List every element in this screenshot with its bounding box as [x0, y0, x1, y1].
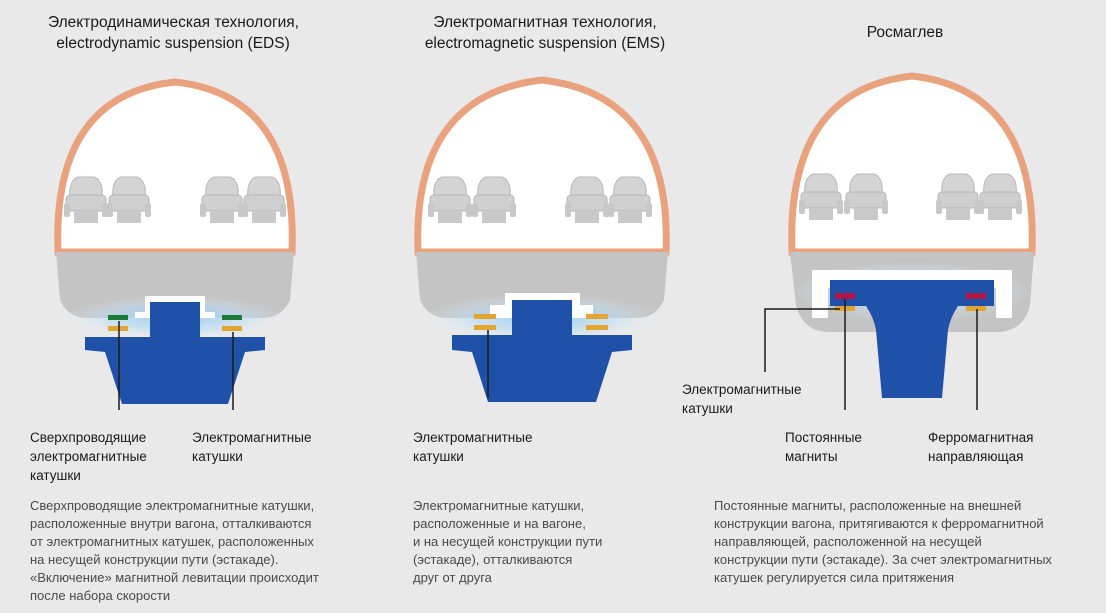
panel-eds-title-line: Электродинамическая технология, — [48, 14, 299, 31]
eds-label-electromagnetic-coils: Электромагнитные катушки — [192, 428, 311, 466]
desc-line: Сверхпроводящие электромагнитные катушки… — [30, 498, 315, 513]
desc-line: (эстакаде), отталкиваются — [413, 552, 573, 567]
desc-line: направляющей, расположенной на несущей — [714, 534, 982, 549]
label-line: Электромагнитные — [413, 430, 533, 445]
label-line: Электромагнитные — [682, 382, 802, 397]
desc-line: друг от друга — [413, 570, 492, 585]
eds-vehicle — [54, 78, 296, 340]
desc-line: от электромагнитных катушек, расположенн… — [30, 534, 314, 549]
desc-line: после набора скорости — [30, 588, 171, 603]
rosmaglev-label-ferromagnetic-guide: Ферромагнитная направляющая — [928, 428, 1033, 466]
ems-coils — [474, 314, 608, 330]
label-line: катушки — [192, 449, 243, 464]
label-line: направляющая — [928, 449, 1024, 464]
desc-line: расположенные внутри вагона, отталкивают… — [30, 516, 312, 531]
desc-line: «Включение» магнитной левитации происход… — [30, 570, 319, 585]
rosmaglev-label-electromagnetic-coils: Электромагнитные катушки — [682, 380, 801, 418]
desc-line: расположенные и на вагоне, — [413, 516, 586, 531]
label-line: катушки — [30, 468, 81, 483]
label-line: Постоянные — [785, 430, 862, 445]
label-line: магниты — [785, 449, 838, 464]
panel-ems-title: Электромагнитная технология, electromagn… — [420, 12, 670, 54]
label-line: Ферромагнитная — [928, 430, 1034, 445]
desc-line: и на несущей конструкции пути — [413, 534, 603, 549]
desc-line: на несущей конструкции пути (эстакаде). — [30, 552, 279, 567]
eds-track — [85, 302, 265, 404]
rosmaglev-track — [830, 280, 994, 398]
desc-line: конструкции вагона, притягиваются к ферр… — [714, 516, 1044, 531]
ems-track — [452, 300, 632, 402]
rosmaglev-description: Постоянные магниты, расположенные на вне… — [714, 497, 1052, 587]
panel-rosmaglev-title-line: Росмаглев — [866, 24, 944, 41]
desc-line: Электромагнитные катушки, — [413, 498, 585, 513]
ems-description: Электромагнитные катушки, расположенные … — [413, 497, 602, 587]
rosmaglev-label-permanent-magnets: Постоянные магниты — [785, 428, 862, 466]
eds-description: Сверхпроводящие электромагнитные катушки… — [30, 497, 319, 605]
eds-label-superconducting-coils: Сверхпроводящие электромагнитные катушки — [30, 428, 147, 485]
panel-ems-title-line: electromagnetic suspension (EMS) — [424, 35, 666, 52]
desc-line: Постоянные магниты, расположенные на вне… — [714, 498, 1022, 513]
label-line: Сверхпроводящие — [30, 430, 147, 445]
desc-line: конструкции пути (эстакаде). За счет эле… — [714, 552, 1052, 567]
panel-rosmaglev-title: Росмаглев — [850, 22, 960, 43]
desc-line: катушек регулируется сила притяжения — [714, 570, 955, 585]
label-line: катушки — [413, 449, 464, 464]
panel-eds-title-line: electrodynamic suspension (EDS) — [56, 35, 290, 52]
eds-coils — [108, 315, 242, 331]
label-line: Электромагнитные — [192, 430, 312, 445]
rosmaglev-leader-lines — [764, 299, 978, 410]
label-line: катушки — [682, 401, 733, 416]
panel-eds-title: Электродинамическая технология, electrod… — [48, 12, 299, 54]
eds-leader-lines — [118, 321, 234, 410]
panel-ems-title-line: Электромагнитная технология, — [433, 14, 657, 31]
ems-label-electromagnetic-coils: Электромагнитные катушки — [413, 428, 532, 466]
label-line: электромагнитные — [30, 449, 147, 464]
